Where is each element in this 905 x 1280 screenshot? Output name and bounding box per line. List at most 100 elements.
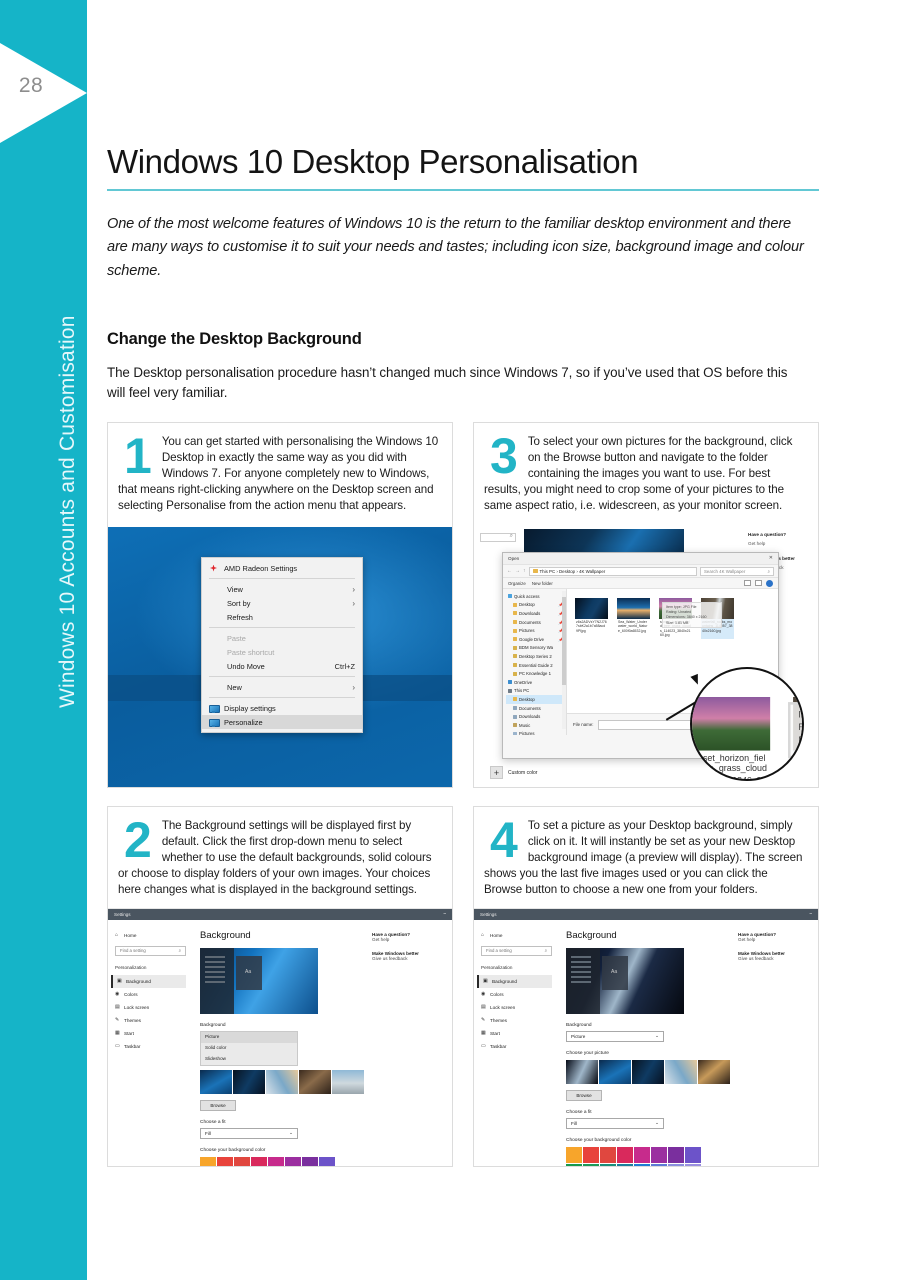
help-link[interactable]: Get help	[738, 936, 756, 942]
find-a-setting-input[interactable]: Find a setting ⌕	[481, 945, 552, 956]
window-controls-icon[interactable]: ⎯	[809, 910, 812, 917]
context-item-view[interactable]: View ›	[202, 582, 362, 596]
color-swatch[interactable]	[268, 1156, 284, 1166]
color-swatch[interactable]	[668, 1163, 684, 1166]
color-swatch[interactable]	[200, 1156, 216, 1166]
file-item[interactable]: Sea_Water_Underwater_world_Nature_600f0a…	[617, 598, 650, 639]
sidebar-item-lock-screen[interactable]: ▤Lock screen	[481, 1001, 552, 1014]
color-swatch[interactable]	[685, 1163, 701, 1166]
organize-button[interactable]: Organize	[508, 580, 526, 586]
color-swatch-grid[interactable]	[200, 1156, 452, 1166]
fit-dropdown[interactable]: Fill ⌄	[566, 1117, 664, 1129]
context-item-sort-by[interactable]: Sort by ›	[202, 596, 362, 610]
forward-icon[interactable]: →	[515, 568, 520, 574]
color-swatch[interactable]	[234, 1156, 250, 1166]
picture-thumb[interactable]	[332, 1069, 364, 1094]
picture-thumb[interactable]	[665, 1059, 697, 1084]
context-item-display-settings[interactable]: Display settings	[202, 701, 362, 715]
sidebar-item-themes[interactable]: ✎Themes	[481, 1014, 552, 1027]
color-swatch-grid[interactable]	[566, 1146, 818, 1166]
color-swatch[interactable]	[583, 1163, 599, 1166]
address-breadcrumb[interactable]: This PC › Desktop › 4K Wallpaper	[528, 566, 697, 576]
tooltip-line: Rating: Unrated	[666, 610, 692, 615]
help-link[interactable]: Get help	[372, 936, 390, 942]
picture-thumb[interactable]	[200, 1069, 232, 1094]
color-swatch[interactable]	[634, 1146, 650, 1163]
color-swatch[interactable]	[651, 1146, 667, 1163]
tooltip-line: Dimensions: 3840 x 2160	[666, 615, 707, 620]
color-swatch[interactable]	[617, 1163, 633, 1166]
dialog-navigation-pane[interactable]: Quick access Desktop📌 Downloads📌 Documen…	[503, 589, 567, 735]
close-icon[interactable]: ✕	[768, 555, 773, 561]
color-swatch[interactable]	[634, 1163, 650, 1166]
help-link[interactable]: Get help	[748, 540, 766, 546]
color-swatch[interactable]	[285, 1156, 301, 1166]
picture-thumb[interactable]	[233, 1069, 265, 1094]
window-controls-icon[interactable]: ⎯	[443, 910, 446, 917]
sidebar-item-label: Colors	[490, 991, 504, 997]
color-swatch[interactable]	[302, 1156, 318, 1166]
fit-dropdown[interactable]: Fill ⌄	[200, 1127, 298, 1139]
context-item-amd-radeon-settings[interactable]: AMD Radeon Settings	[202, 561, 362, 575]
color-swatch[interactable]	[685, 1146, 701, 1163]
sidebar-item-start[interactable]: ▦Start	[115, 1027, 186, 1040]
new-folder-button[interactable]: New folder	[531, 580, 553, 586]
sidebar-item-background[interactable]: ▣Background	[111, 974, 186, 988]
context-item-personalize[interactable]: Personalize	[202, 715, 362, 729]
color-swatch[interactable]	[566, 1146, 582, 1163]
color-swatch[interactable]	[583, 1146, 599, 1163]
color-swatch[interactable]	[217, 1156, 233, 1166]
picture-thumb[interactable]	[599, 1059, 631, 1084]
sidebar-item-taskbar[interactable]: ▭Taskbar	[481, 1040, 552, 1053]
file-item[interactable]: z6s2ADVsY7N2J767sbK2a1b7a58acd9Pljpg	[575, 598, 608, 639]
background-dropdown[interactable]: Picture ⌄	[566, 1030, 664, 1042]
color-swatch[interactable]	[651, 1163, 667, 1166]
picture-thumb[interactable]	[299, 1069, 331, 1094]
picture-thumb[interactable]	[632, 1059, 664, 1084]
find-a-setting-input[interactable]	[480, 533, 516, 542]
sidebar-item-home[interactable]: ⌂ Home	[481, 929, 552, 942]
sidebar-item-start[interactable]: ▦Start	[481, 1027, 552, 1040]
color-swatch[interactable]	[617, 1146, 633, 1163]
color-swatch[interactable]	[668, 1146, 684, 1163]
back-icon[interactable]: ←	[507, 568, 512, 574]
navigation-scrollbar[interactable]	[562, 591, 566, 729]
view-mode-icon[interactable]	[744, 580, 751, 586]
picture-thumb[interactable]	[698, 1059, 730, 1084]
sidebar-item-taskbar[interactable]: ▭Taskbar	[115, 1040, 186, 1053]
find-a-setting-input[interactable]: Find a setting ⌕	[115, 945, 186, 956]
color-swatch[interactable]	[319, 1156, 335, 1166]
browse-button[interactable]: Browse	[200, 1099, 236, 1111]
preview-pane-icon[interactable]	[755, 580, 762, 586]
feedback-link[interactable]: Give us feedback	[372, 955, 408, 961]
sidebar-item-themes[interactable]: ✎Themes	[115, 1014, 186, 1027]
browse-button[interactable]: Browse	[566, 1089, 602, 1101]
tooltip-line: Dimensions: 3840 x 2160	[798, 736, 802, 749]
picture-thumb[interactable]	[266, 1069, 298, 1094]
sidebar-item-home[interactable]: ⌂ Home	[115, 929, 186, 942]
dropdown-option-solid-color[interactable]: Solid color	[205, 1044, 227, 1050]
context-item-undo-move[interactable]: Undo Move Ctrl+Z	[202, 659, 362, 673]
custom-color-row[interactable]: + Custom color	[490, 766, 537, 779]
sidebar-item-colors[interactable]: ◉Colors	[481, 988, 552, 1001]
dropdown-option-slideshow[interactable]: Slideshow	[205, 1055, 226, 1061]
spine-chapter-title: Windows 10 Accounts and Customisation	[56, 315, 79, 708]
sidebar-item-background[interactable]: ▣Background	[477, 974, 552, 988]
dialog-search-input[interactable]: Search 4K Wallpaper ⌕	[700, 566, 774, 576]
color-swatch[interactable]	[251, 1156, 267, 1166]
feedback-link[interactable]: Give us feedback	[738, 955, 774, 961]
help-icon[interactable]	[766, 579, 773, 587]
color-swatch[interactable]	[566, 1163, 582, 1166]
color-swatch[interactable]	[600, 1163, 616, 1166]
sidebar-item-lock-screen[interactable]: ▤Lock screen	[115, 1001, 186, 1014]
context-item-new[interactable]: New ›	[202, 680, 362, 694]
color-swatch[interactable]	[600, 1146, 616, 1163]
dropdown-option-picture[interactable]: Picture	[201, 1031, 297, 1043]
picture-thumb[interactable]	[566, 1059, 598, 1084]
desktop-context-menu[interactable]: AMD Radeon Settings View › Sort by › Re	[201, 557, 363, 733]
nav-label: Google Drive	[519, 636, 545, 642]
up-icon[interactable]: ↑	[523, 568, 526, 574]
context-item-refresh[interactable]: Refresh	[202, 610, 362, 624]
sidebar-item-colors[interactable]: ◉Colors	[115, 988, 186, 1001]
background-dropdown-open[interactable]: Picture Solid color Slideshow	[200, 1030, 298, 1066]
